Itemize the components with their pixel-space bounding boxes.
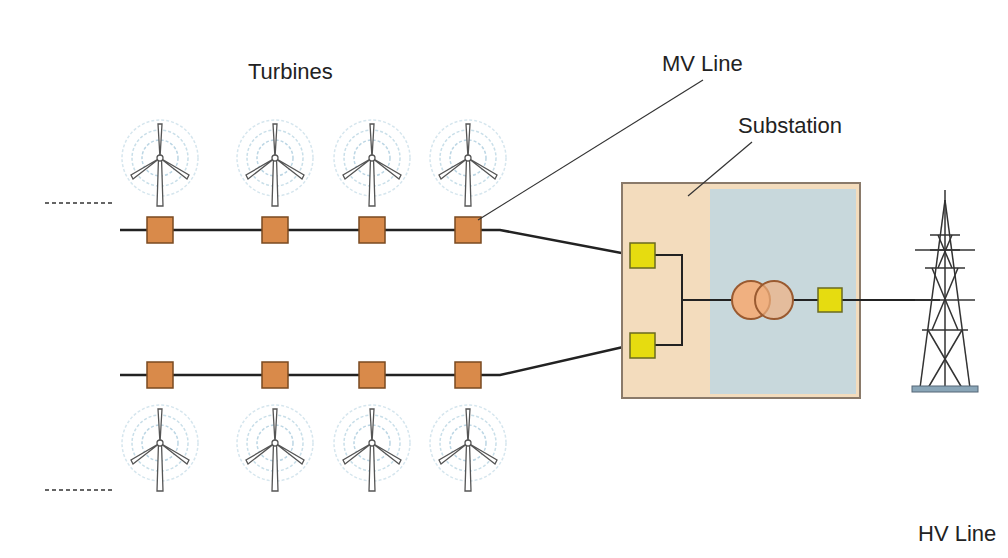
mv-line-label: MV Line [662,52,743,76]
substation-label: Substation [738,114,842,138]
hv-line-label: HV Line [918,522,996,546]
turbines-label: Turbines [248,60,333,84]
